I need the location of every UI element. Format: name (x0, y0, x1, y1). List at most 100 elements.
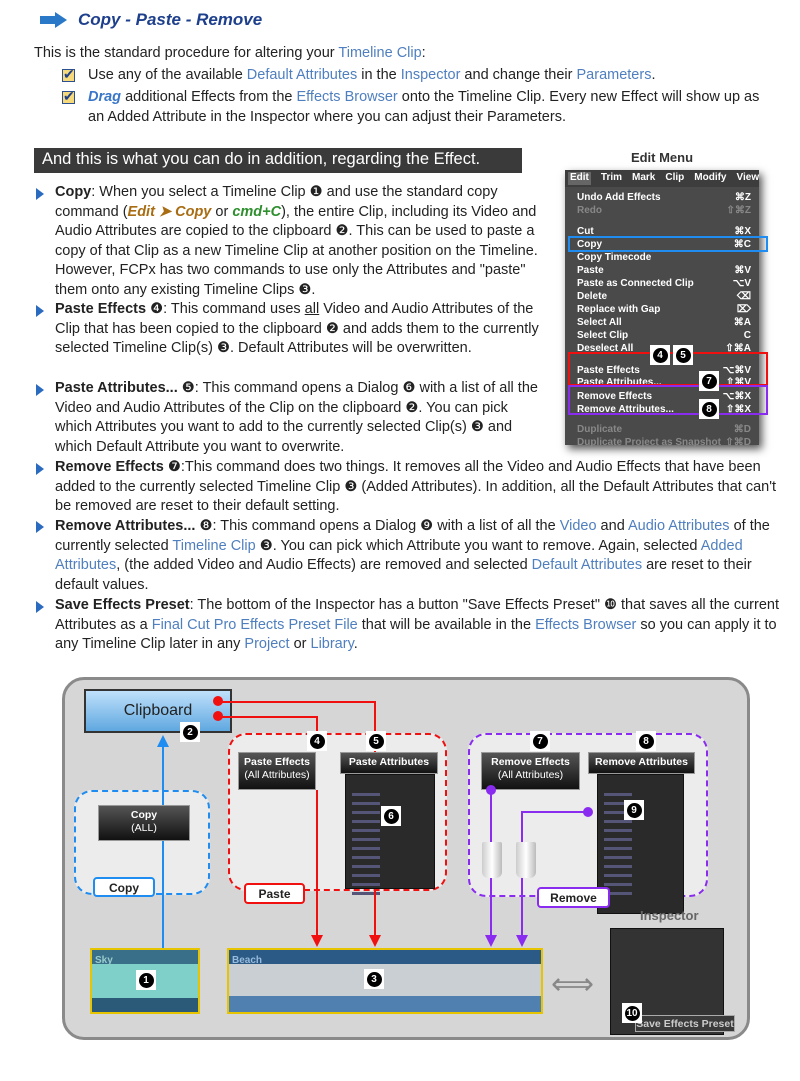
text-segment: of the currently selected (55, 518, 770, 554)
bullet-copy: Copy: When you select a Timeline Clip ❶ … (55, 183, 547, 300)
copy-all-box: Copy(ALL) (98, 805, 190, 841)
menu-item-label: Paste as Connected Clip (577, 278, 694, 289)
double-arrow-icon: ⟺ (551, 968, 595, 1001)
bullet-paste-attributes: Paste Attributes... ❺: This command open… (55, 379, 547, 457)
link-text[interactable]: Inspector (400, 67, 461, 83)
remove-attributes-box: Remove Attributes (588, 752, 695, 774)
menu-bar-item[interactable]: Clip (665, 172, 685, 183)
save-effects-preset-button[interactable]: Save Effects Preset (635, 1015, 735, 1032)
bullet-icon (34, 521, 44, 533)
connector-dot (583, 807, 593, 817)
menu-item-shortcut: ⌘V (734, 265, 751, 276)
connector-line (162, 841, 164, 956)
menu-item-label: Redo (577, 205, 602, 216)
connector-line (218, 716, 318, 718)
menu-item-shortcut: ⌘D (733, 424, 751, 435)
menu-item[interactable]: Copy Timecode (577, 252, 751, 265)
menu-item-shortcut: ⌘A (733, 317, 751, 328)
link-text[interactable]: Effects Browser (535, 616, 637, 633)
menu-item[interactable]: Copy ⌘C (577, 239, 751, 252)
text-segment: Paste Effects (55, 301, 147, 317)
text-segment: and change their (460, 67, 577, 83)
menu-bar-item[interactable]: Trim (600, 172, 623, 183)
menu-item-label: Cut (577, 226, 594, 237)
connector-line (218, 701, 376, 703)
link-text[interactable]: Timeline Clip (172, 537, 256, 554)
menu-item-shortcut: ⌘Z (734, 192, 751, 203)
text-segment: ), the entire Clip, including its Video … (55, 203, 538, 298)
menu-item[interactable]: Select All ⌘A (577, 317, 751, 330)
menu-item-shortcut: ⇧⌘Z (726, 205, 752, 216)
text-segment: Video and Audio Attributes of the Clip t… (55, 301, 539, 356)
menu-item[interactable]: Replace with Gap⌦ (577, 304, 751, 317)
callout-number: 3 (366, 971, 382, 987)
link-text[interactable]: Default Attributes (531, 557, 643, 573)
menu-item[interactable]: Redo ⇧⌘Z (577, 205, 751, 218)
link-text[interactable]: Video (559, 518, 597, 534)
text-segment: This is the standard procedure for alter… (34, 45, 339, 61)
text-segment: Edit ➤ Copy (127, 203, 212, 220)
menu-item[interactable]: Undo Add Effects⌘Z (577, 192, 751, 205)
clipboard-label: Clipboard (123, 702, 193, 719)
text-segment: and (596, 518, 628, 534)
callout-8: 8 (699, 399, 719, 419)
menu-item[interactable]: Remove Attributes...⇧⌘X (577, 404, 751, 417)
text-segment: Drag (88, 89, 122, 105)
menu-item[interactable]: Paste⌘V (577, 265, 751, 278)
text-segment: : When you select a Timeline Clip ❶ and … (55, 184, 498, 220)
menu-item[interactable]: Cut ⌘X (577, 226, 751, 239)
text-segment: Copy (55, 184, 92, 200)
callout-number: 7 (532, 733, 548, 749)
callout-number: 1 (138, 972, 154, 988)
callout-number: 10 (624, 1005, 640, 1021)
clipboard-box: Clipboard (84, 689, 232, 733)
copy-label: Copy (93, 877, 155, 897)
link-text[interactable]: Effects Browser (296, 89, 398, 105)
menu-item[interactable]: Paste Attributes...⇧⌘V (577, 377, 751, 390)
connector-line (374, 701, 376, 753)
link-text[interactable]: Project (244, 636, 290, 652)
menu-bar-item[interactable]: Edit (568, 172, 591, 185)
menu-item-label: Select All (577, 317, 622, 328)
menu-item-shortcut: ⌥⌘X (722, 391, 751, 402)
link-text[interactable]: Parameters (576, 67, 652, 83)
menu-item-shortcut: ⌘C (733, 239, 751, 250)
menu-item[interactable]: Duplicate Project as Snapshot⇧⌘D (577, 437, 751, 450)
link-text[interactable]: Timeline Clip (338, 45, 422, 61)
link-text[interactable]: Audio Attributes (627, 518, 730, 534)
callout-9: 9 (624, 800, 644, 820)
beach-clip[interactable]: Beach (227, 948, 543, 1014)
link-text[interactable]: Library (310, 636, 354, 652)
menu-item[interactable]: Delete⌫ (577, 291, 751, 304)
checkbox-icon (62, 87, 75, 107)
menu-bar-item[interactable]: View (736, 172, 760, 183)
callout-4: 4 (650, 345, 670, 365)
arrowhead-icon (516, 935, 528, 947)
menu-item-shortcut: ⌘X (734, 226, 751, 237)
menu-item-shortcut: C (743, 330, 751, 341)
callout-10: 10 (622, 1003, 642, 1023)
connector-dot (213, 696, 223, 706)
menu-item[interactable]: Deselect All⇧⌘A (577, 343, 751, 356)
menu-item[interactable]: Paste as Connected Clip ⌥V (577, 278, 751, 291)
connector-line (162, 745, 164, 805)
text-segment: ❺: This command opens a Dialog ❻ with a … (55, 380, 538, 455)
menu-bar-item[interactable]: Mark (632, 172, 656, 183)
text-segment: Remove Attributes... (55, 518, 196, 534)
text-segment: in the (357, 67, 401, 83)
checkbox-icon (62, 65, 75, 85)
link-text[interactable]: Default Attributes (246, 67, 358, 83)
menu-item[interactable]: Paste Effects⌥⌘V (577, 365, 751, 378)
text-segment: . (353, 636, 358, 652)
menu-item[interactable]: Duplicate⌘D (577, 424, 751, 437)
bullet-icon (34, 188, 44, 200)
menu-item-shortcut: ⌥V (732, 278, 751, 289)
menu-item[interactable]: Remove Effects⌥⌘X (577, 391, 751, 404)
clip-name: Sky (95, 955, 113, 966)
link-text[interactable]: Added Attributes (55, 537, 743, 574)
menu-item-label: Copy (577, 239, 602, 250)
menu-bar-item[interactable]: Modify (694, 172, 727, 183)
connector-dot (213, 711, 223, 721)
link-text[interactable]: Final Cut Pro Effects Preset File (151, 616, 358, 633)
